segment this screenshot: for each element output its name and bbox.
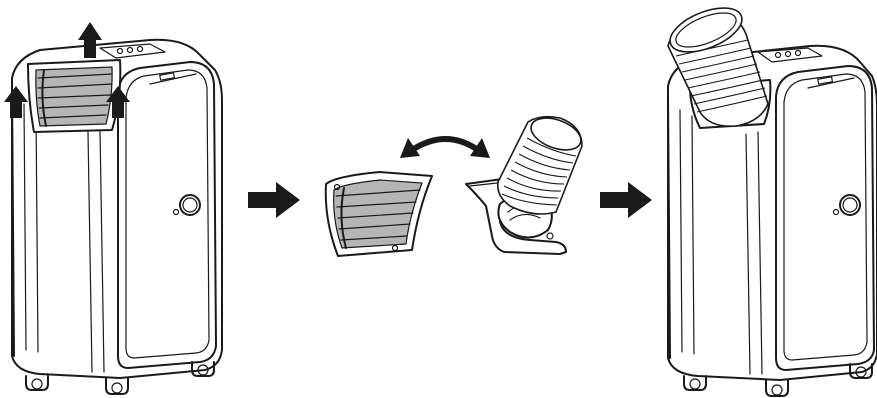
swap-arrow-icon <box>400 138 490 158</box>
exhaust-hose-adapter-part <box>466 112 585 254</box>
vent-grille-part <box>326 172 432 256</box>
air-conditioner-unit-left <box>4 22 222 394</box>
wheel-icon <box>766 380 788 396</box>
wheel-icon <box>684 376 706 390</box>
wheel-icon <box>26 376 48 390</box>
next-step-arrow-icon <box>248 182 300 218</box>
wheel-icon <box>106 378 128 394</box>
next-step-arrow-icon <box>600 182 652 218</box>
air-conditioner-unit-right <box>664 0 877 396</box>
